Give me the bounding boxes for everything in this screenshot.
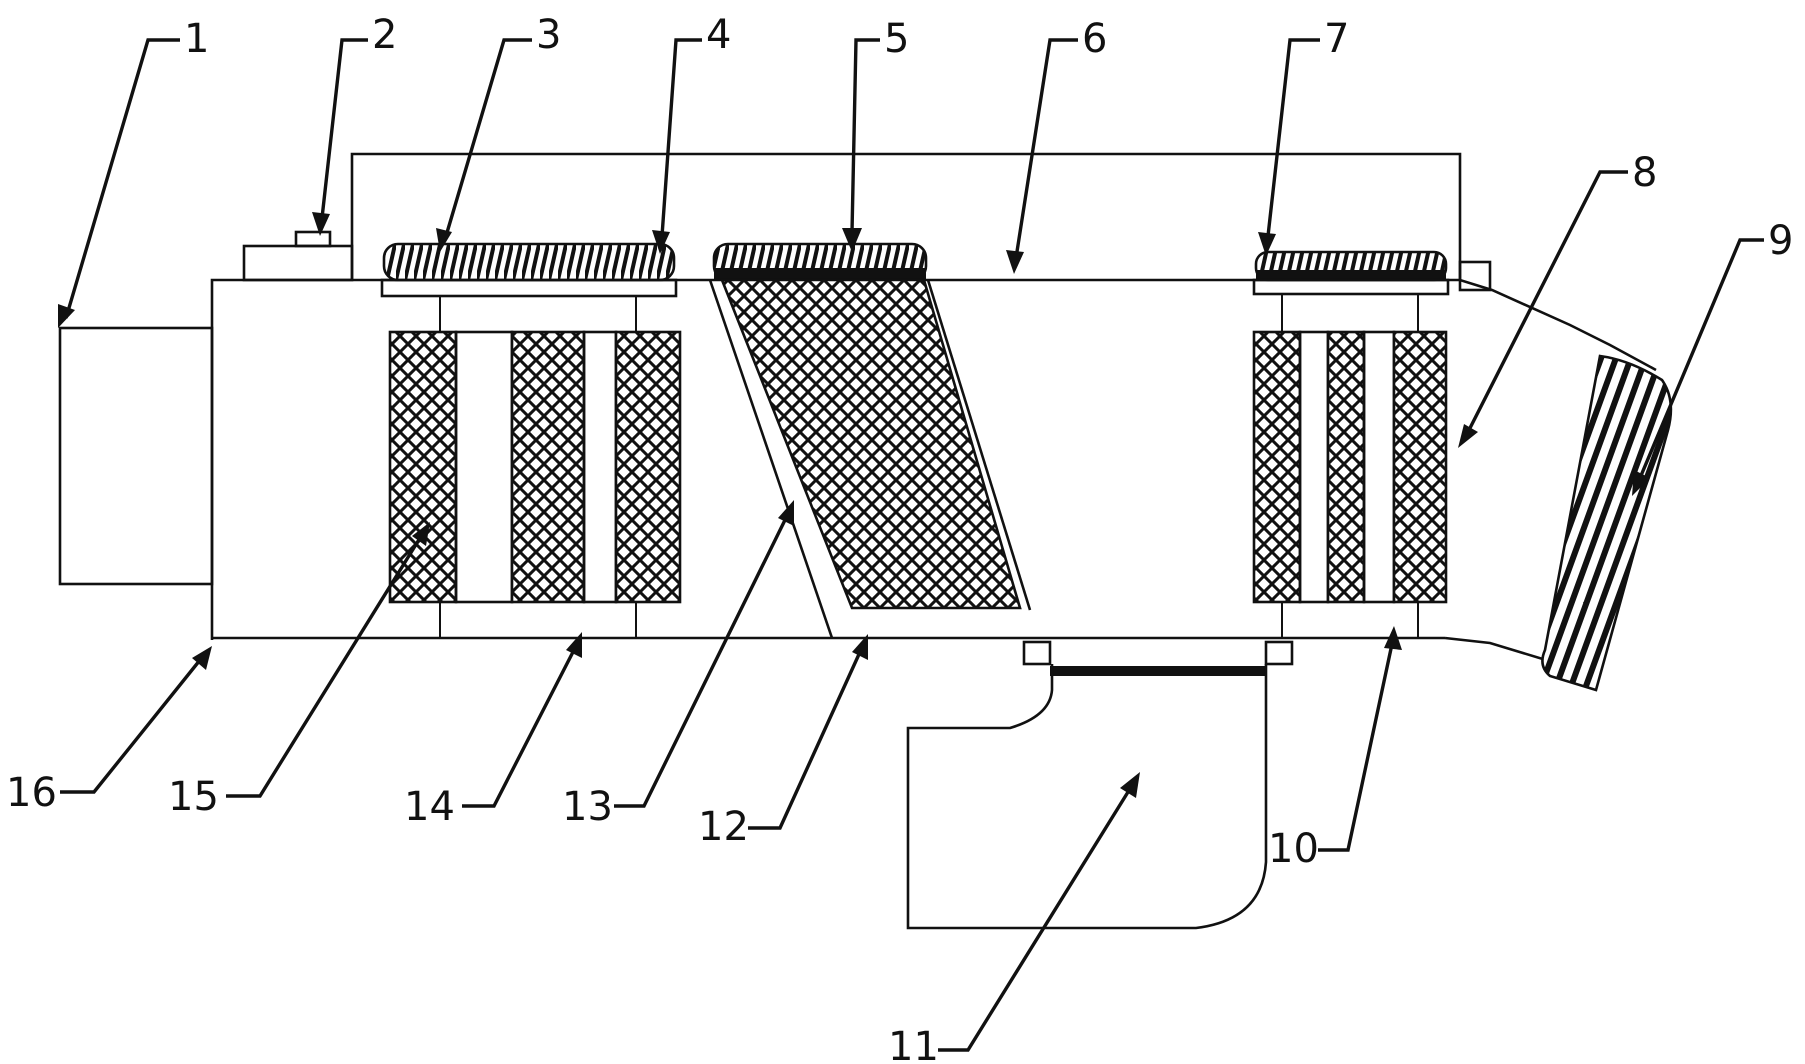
label-1: 1 [184, 16, 209, 62]
leader-4-arrow [652, 230, 670, 254]
leader-5 [850, 38, 880, 233]
leader-7 [1266, 38, 1320, 237]
leader-14 [462, 649, 576, 808]
leader-9-arrow [1632, 470, 1650, 496]
left-filter-block-2 [510, 330, 586, 604]
outlet-left-corner [1022, 640, 1052, 666]
end-nozzle [1541, 354, 1673, 692]
top-small-block [242, 244, 354, 282]
right-filter-block-2 [1326, 330, 1366, 604]
label-15: 15 [168, 774, 219, 820]
slanted-filter-belt [720, 278, 1022, 610]
leader-8-arrow [1458, 424, 1478, 448]
right-filter-block-3 [1392, 330, 1448, 604]
label-13: 13 [562, 784, 613, 830]
top-frame [350, 152, 1462, 280]
leader-2-arrow [312, 212, 330, 236]
leader-16 [60, 658, 202, 794]
label-4: 4 [706, 12, 731, 58]
leader-9 [1638, 238, 1764, 479]
reference-numerals: 1 2 3 4 5 6 7 8 9 10 11 12 13 14 15 16 [6, 12, 1793, 1064]
main-housing [210, 278, 1657, 640]
label-3: 3 [536, 12, 561, 58]
leader-7-arrow [1258, 232, 1276, 256]
leader-5-arrow [842, 228, 862, 252]
left-roller-plate [380, 278, 678, 298]
left-filter-gap-1 [454, 330, 514, 604]
label-16: 16 [6, 770, 57, 816]
leader-10-arrow [1384, 626, 1402, 650]
right-roller-band [1256, 270, 1446, 280]
leader-16-arrow [192, 646, 212, 670]
label-2: 2 [372, 12, 397, 58]
label-9: 9 [1768, 218, 1793, 264]
leader-6 [1014, 38, 1078, 259]
leader-12-arrow [852, 634, 868, 660]
label-12: 12 [698, 804, 749, 850]
leader-12 [748, 651, 862, 830]
right-filter-gap-2 [1362, 330, 1396, 604]
outlet-hopper [906, 664, 1268, 930]
leader-11 [938, 791, 1130, 1052]
leader-15 [226, 537, 422, 798]
leader-4 [660, 38, 702, 237]
leader-1-arrow [58, 304, 75, 328]
right-filter-block-1 [1252, 330, 1302, 604]
right-roller-plate [1252, 278, 1450, 296]
top-small-nub [294, 230, 332, 248]
middle-roller-band [714, 268, 926, 280]
label-6: 6 [1082, 16, 1107, 62]
label-14: 14 [404, 784, 455, 830]
leader-3 [444, 38, 532, 237]
leader-8 [1466, 170, 1628, 433]
label-8: 8 [1632, 150, 1657, 196]
label-11: 11 [888, 1024, 939, 1064]
left-motor-box [58, 326, 214, 586]
leader-14-arrow [566, 632, 582, 658]
label-7: 7 [1324, 16, 1349, 62]
leader-13 [614, 517, 788, 808]
leader-3-arrow [436, 228, 452, 252]
leader-15-arrow [412, 522, 430, 546]
label-10: 10 [1268, 826, 1319, 872]
label-5: 5 [884, 16, 909, 62]
right-filter-gap-1 [1298, 330, 1330, 604]
slanted-filter-belt-outline-right [926, 279, 1032, 611]
left-knurled-roller [382, 242, 676, 282]
outlet-thick-bar [1050, 666, 1266, 676]
left-filter-block-1 [388, 330, 458, 604]
left-filter-block-3 [614, 330, 682, 604]
leader-6-arrow [1006, 250, 1024, 274]
leader-2 [320, 38, 368, 219]
leader-1 [64, 38, 180, 319]
right-frame-nub [1458, 260, 1492, 292]
slanted-filter-belt-outline [708, 279, 834, 639]
leader-13-arrow [778, 500, 794, 526]
leader-lines [58, 38, 1764, 1052]
leader-11-arrow [1120, 772, 1140, 798]
outlet-right-corner [1264, 640, 1294, 666]
left-filter-gap-2 [582, 330, 618, 604]
leader-10 [1318, 643, 1394, 852]
